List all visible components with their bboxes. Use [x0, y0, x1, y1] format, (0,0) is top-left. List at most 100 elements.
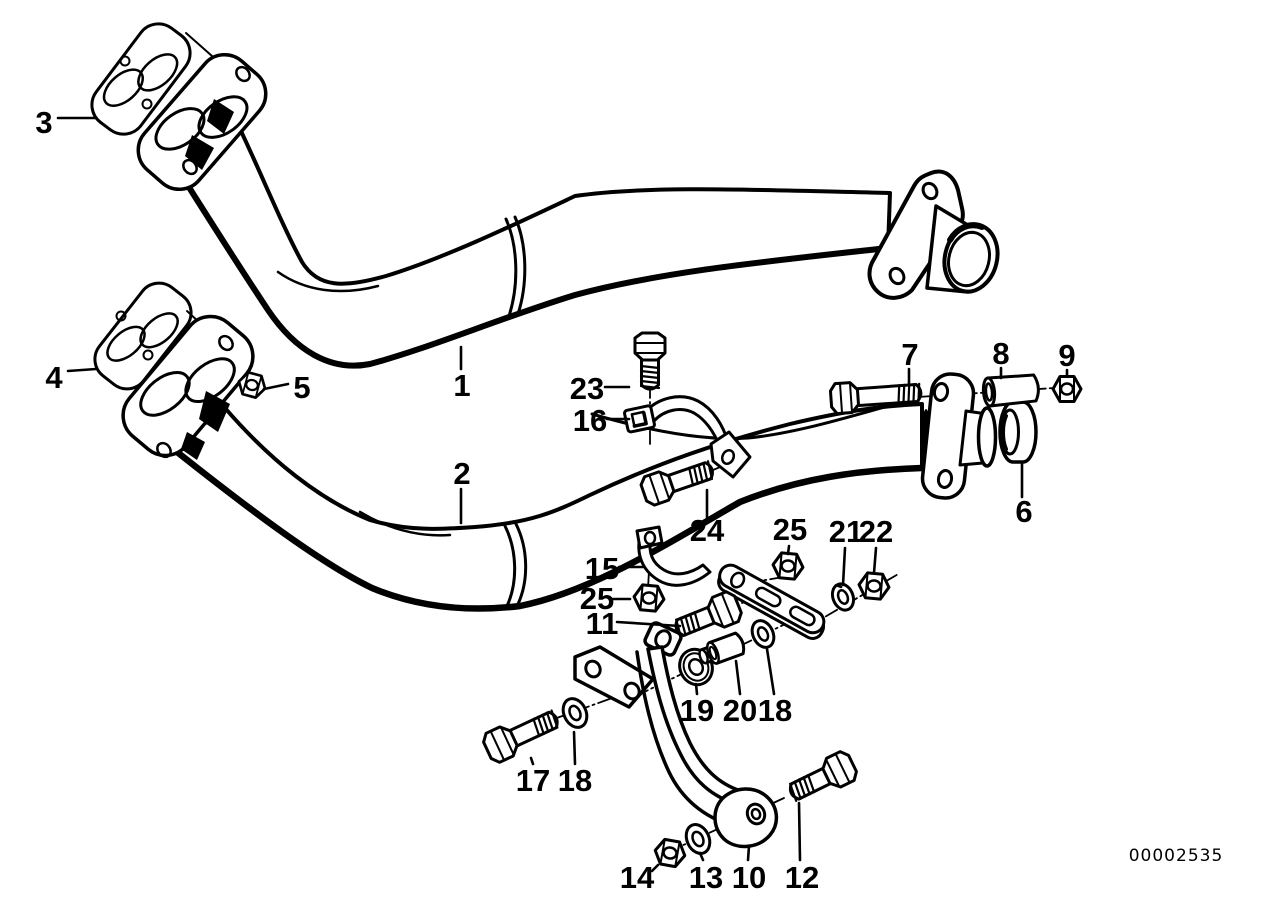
bolt-7 — [828, 381, 923, 416]
callout-leader-line — [797, 801, 802, 862]
support-plate — [717, 563, 826, 640]
nut-5 — [237, 371, 267, 399]
callout-1-0[interactable]: 1 — [453, 345, 471, 403]
callout-24-24[interactable]: 24 — [690, 488, 725, 548]
callout-2-1[interactable]: 2 — [453, 456, 471, 525]
callout-number[interactable]: 5 — [293, 370, 310, 405]
sleeve-20 — [698, 631, 746, 665]
callout-19-18[interactable]: 19 — [680, 682, 714, 728]
gasket-3-align-line — [185, 32, 213, 57]
callout-18-20[interactable]: 18 — [758, 647, 792, 728]
callout-16-15[interactable]: 16 — [573, 403, 631, 438]
flange-pipe-2 — [121, 314, 255, 460]
callout-number[interactable]: 12 — [785, 860, 819, 895]
bolt-12 — [788, 750, 858, 802]
callout-number[interactable]: 3 — [35, 105, 52, 140]
pipe-clamp-strap — [643, 395, 752, 479]
callout-22-22[interactable]: 22 — [859, 514, 893, 575]
gasket-3 — [90, 22, 192, 136]
pipe-2-outlet-flange — [920, 372, 998, 500]
callout-leader-line — [734, 659, 742, 696]
callout-17-16[interactable]: 17 — [516, 756, 550, 798]
callout-number[interactable]: 17 — [516, 763, 550, 798]
bolt-24 — [639, 460, 714, 507]
washer-13 — [684, 823, 712, 855]
front-pipe-1 — [155, 90, 892, 369]
callout-21-21[interactable]: 21 — [829, 514, 863, 587]
callout-number[interactable]: 25 — [773, 512, 807, 547]
callout-number[interactable]: 11 — [586, 606, 619, 641]
callout-10-9[interactable]: 10 — [732, 844, 766, 895]
clamp-15-tab — [635, 525, 664, 550]
callout-number[interactable]: 25 — [580, 581, 614, 616]
pipe-1-outlet-flange — [867, 169, 1000, 300]
callout-18-17[interactable]: 18 — [558, 730, 592, 798]
callout-leader-line — [694, 682, 699, 696]
callout-25-26[interactable]: 25 — [580, 581, 632, 616]
callout-number[interactable]: 18 — [558, 763, 592, 798]
callout-11-10[interactable]: 11 — [586, 606, 682, 641]
callout-leader-line — [872, 546, 878, 575]
nut-14 — [653, 837, 687, 869]
callout-14-13[interactable]: 14 — [620, 860, 660, 895]
callout-number[interactable]: 19 — [680, 693, 714, 728]
callout-3-2[interactable]: 3 — [35, 105, 97, 140]
callout-number[interactable]: 13 — [689, 860, 723, 895]
nut-9 — [1051, 375, 1083, 403]
callout-5-4[interactable]: 5 — [262, 370, 311, 405]
callout-number[interactable]: 9 — [1058, 338, 1075, 373]
callout-number[interactable]: 20 — [723, 693, 757, 728]
callout-leader-line — [262, 382, 290, 391]
sleeve-8 — [981, 373, 1040, 408]
callout-number[interactable]: 7 — [901, 337, 918, 372]
pipe-1-weld-seam — [504, 215, 527, 318]
callout-leader-line — [841, 546, 847, 587]
callout-leader-line — [572, 730, 577, 766]
callout-number[interactable]: 4 — [45, 360, 63, 395]
callout-number[interactable]: 2 — [453, 456, 470, 491]
clamp-15 — [635, 525, 712, 587]
bolt-11 — [674, 590, 743, 639]
flange-pipe-1 — [136, 52, 268, 192]
bracket-10-foot — [713, 787, 779, 849]
callout-number[interactable]: 10 — [732, 860, 766, 895]
callout-4-3[interactable]: 4 — [45, 360, 98, 395]
callout-number[interactable]: 22 — [859, 514, 893, 549]
callout-25-25[interactable]: 25 — [773, 512, 807, 556]
seal-ring-6 — [998, 400, 1038, 464]
front-pipe-2 — [168, 395, 926, 612]
callout-7-6[interactable]: 7 — [901, 337, 919, 387]
callout-number[interactable]: 6 — [1015, 494, 1032, 529]
callout-8-7[interactable]: 8 — [992, 336, 1010, 380]
callout-number[interactable]: 8 — [992, 336, 1009, 371]
nut-25-top — [771, 551, 805, 581]
callout-leader-line — [765, 647, 776, 696]
callout-number[interactable]: 18 — [758, 693, 792, 728]
callout-number[interactable]: 23 — [570, 371, 604, 406]
callout-number[interactable]: 21 — [829, 514, 863, 549]
callout-6-5[interactable]: 6 — [1015, 462, 1033, 529]
callout-leader-line — [615, 620, 682, 628]
callout-number[interactable]: 1 — [453, 368, 470, 403]
callout-number[interactable]: 15 — [585, 551, 619, 586]
callout-number[interactable]: 24 — [690, 513, 725, 548]
pipe-2-weld-seam — [503, 522, 528, 608]
pipe-1-bend-contour — [276, 270, 380, 293]
callout-number[interactable]: 14 — [620, 860, 655, 895]
pipe-2-stub-flare — [976, 406, 998, 468]
callout-leader-line — [746, 844, 751, 862]
callout-15-14[interactable]: 15 — [585, 551, 646, 586]
callout-number[interactable]: 16 — [573, 403, 607, 438]
callout-20-19[interactable]: 20 — [723, 659, 757, 728]
bolt-17 — [482, 709, 559, 764]
clamp-strap-tab — [709, 430, 752, 479]
bracket-10 — [573, 621, 779, 849]
callout-9-8[interactable]: 9 — [1058, 338, 1076, 377]
callout-12-11[interactable]: 12 — [785, 801, 819, 895]
callout-leader-line — [698, 851, 705, 862]
callout-13-12[interactable]: 13 — [689, 851, 723, 895]
pipe-2-bend-contour — [358, 510, 452, 537]
callout-23-23[interactable]: 23 — [570, 371, 631, 406]
